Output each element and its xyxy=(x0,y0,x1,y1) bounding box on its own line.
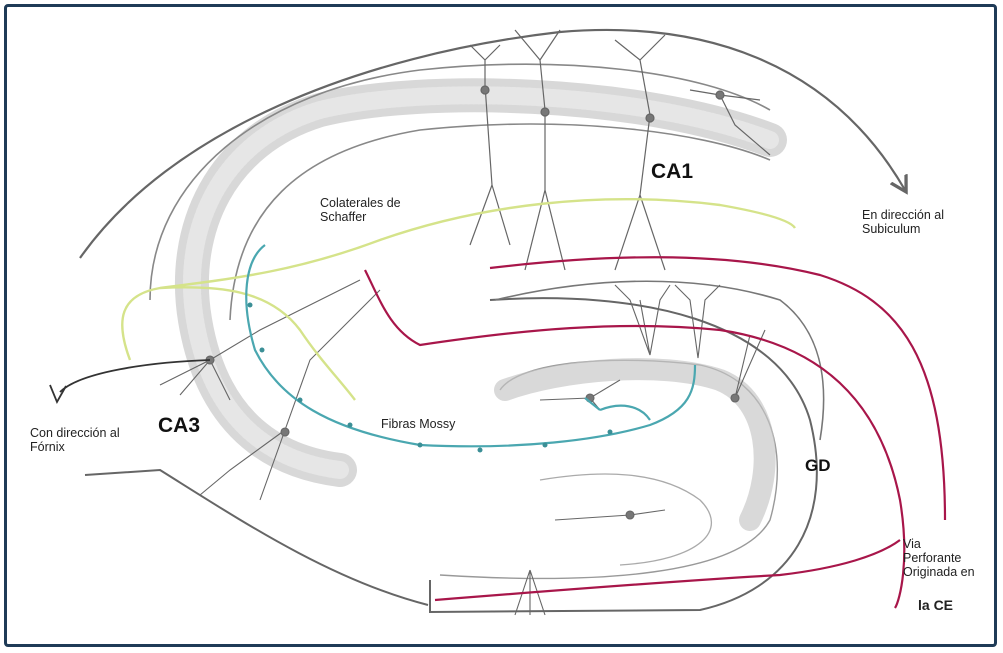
schaffer-label-line2: Schaffer xyxy=(320,210,401,224)
fornix-direction-label: Con dirección al Fórnix xyxy=(30,426,120,454)
fornix-label-line2: Fórnix xyxy=(30,440,120,454)
subiculum-label-line2: Subiculum xyxy=(862,222,944,236)
perforant-label-line2: Perforante xyxy=(903,551,975,565)
schaffer-label-line1: Colaterales de xyxy=(320,196,401,210)
dentate-granule-cells xyxy=(515,285,765,615)
perforant-pathway xyxy=(365,257,945,608)
subiculum-direction-label: En dirección al Subiculum xyxy=(862,208,944,236)
subiculum-label-line1: En dirección al xyxy=(862,208,944,222)
perforant-origin-label: la CE xyxy=(918,598,953,614)
mossy-fibers-label: Fibras Mossy xyxy=(381,417,455,431)
ca3-region-label: CA3 xyxy=(158,414,200,438)
ca1-pyramidal-neurons xyxy=(470,30,770,270)
schaffer-collaterals-label: Colaterales de Schaffer xyxy=(320,196,401,224)
gd-region-label: GD xyxy=(805,456,831,475)
fornix-arrowhead xyxy=(50,385,66,402)
fornix-output-arrow xyxy=(60,360,210,392)
fornix-label-line1: Con dirección al xyxy=(30,426,120,440)
perforant-path-label: Via Perforante Originada en xyxy=(903,537,975,579)
mossy-fibers-pathway xyxy=(246,245,695,446)
ca1-region-label: CA1 xyxy=(651,160,693,184)
perforant-label-line3: Originada en xyxy=(903,565,975,579)
perforant-label-line1: Via xyxy=(903,537,975,551)
lower-hippocampus-outline xyxy=(85,470,428,605)
